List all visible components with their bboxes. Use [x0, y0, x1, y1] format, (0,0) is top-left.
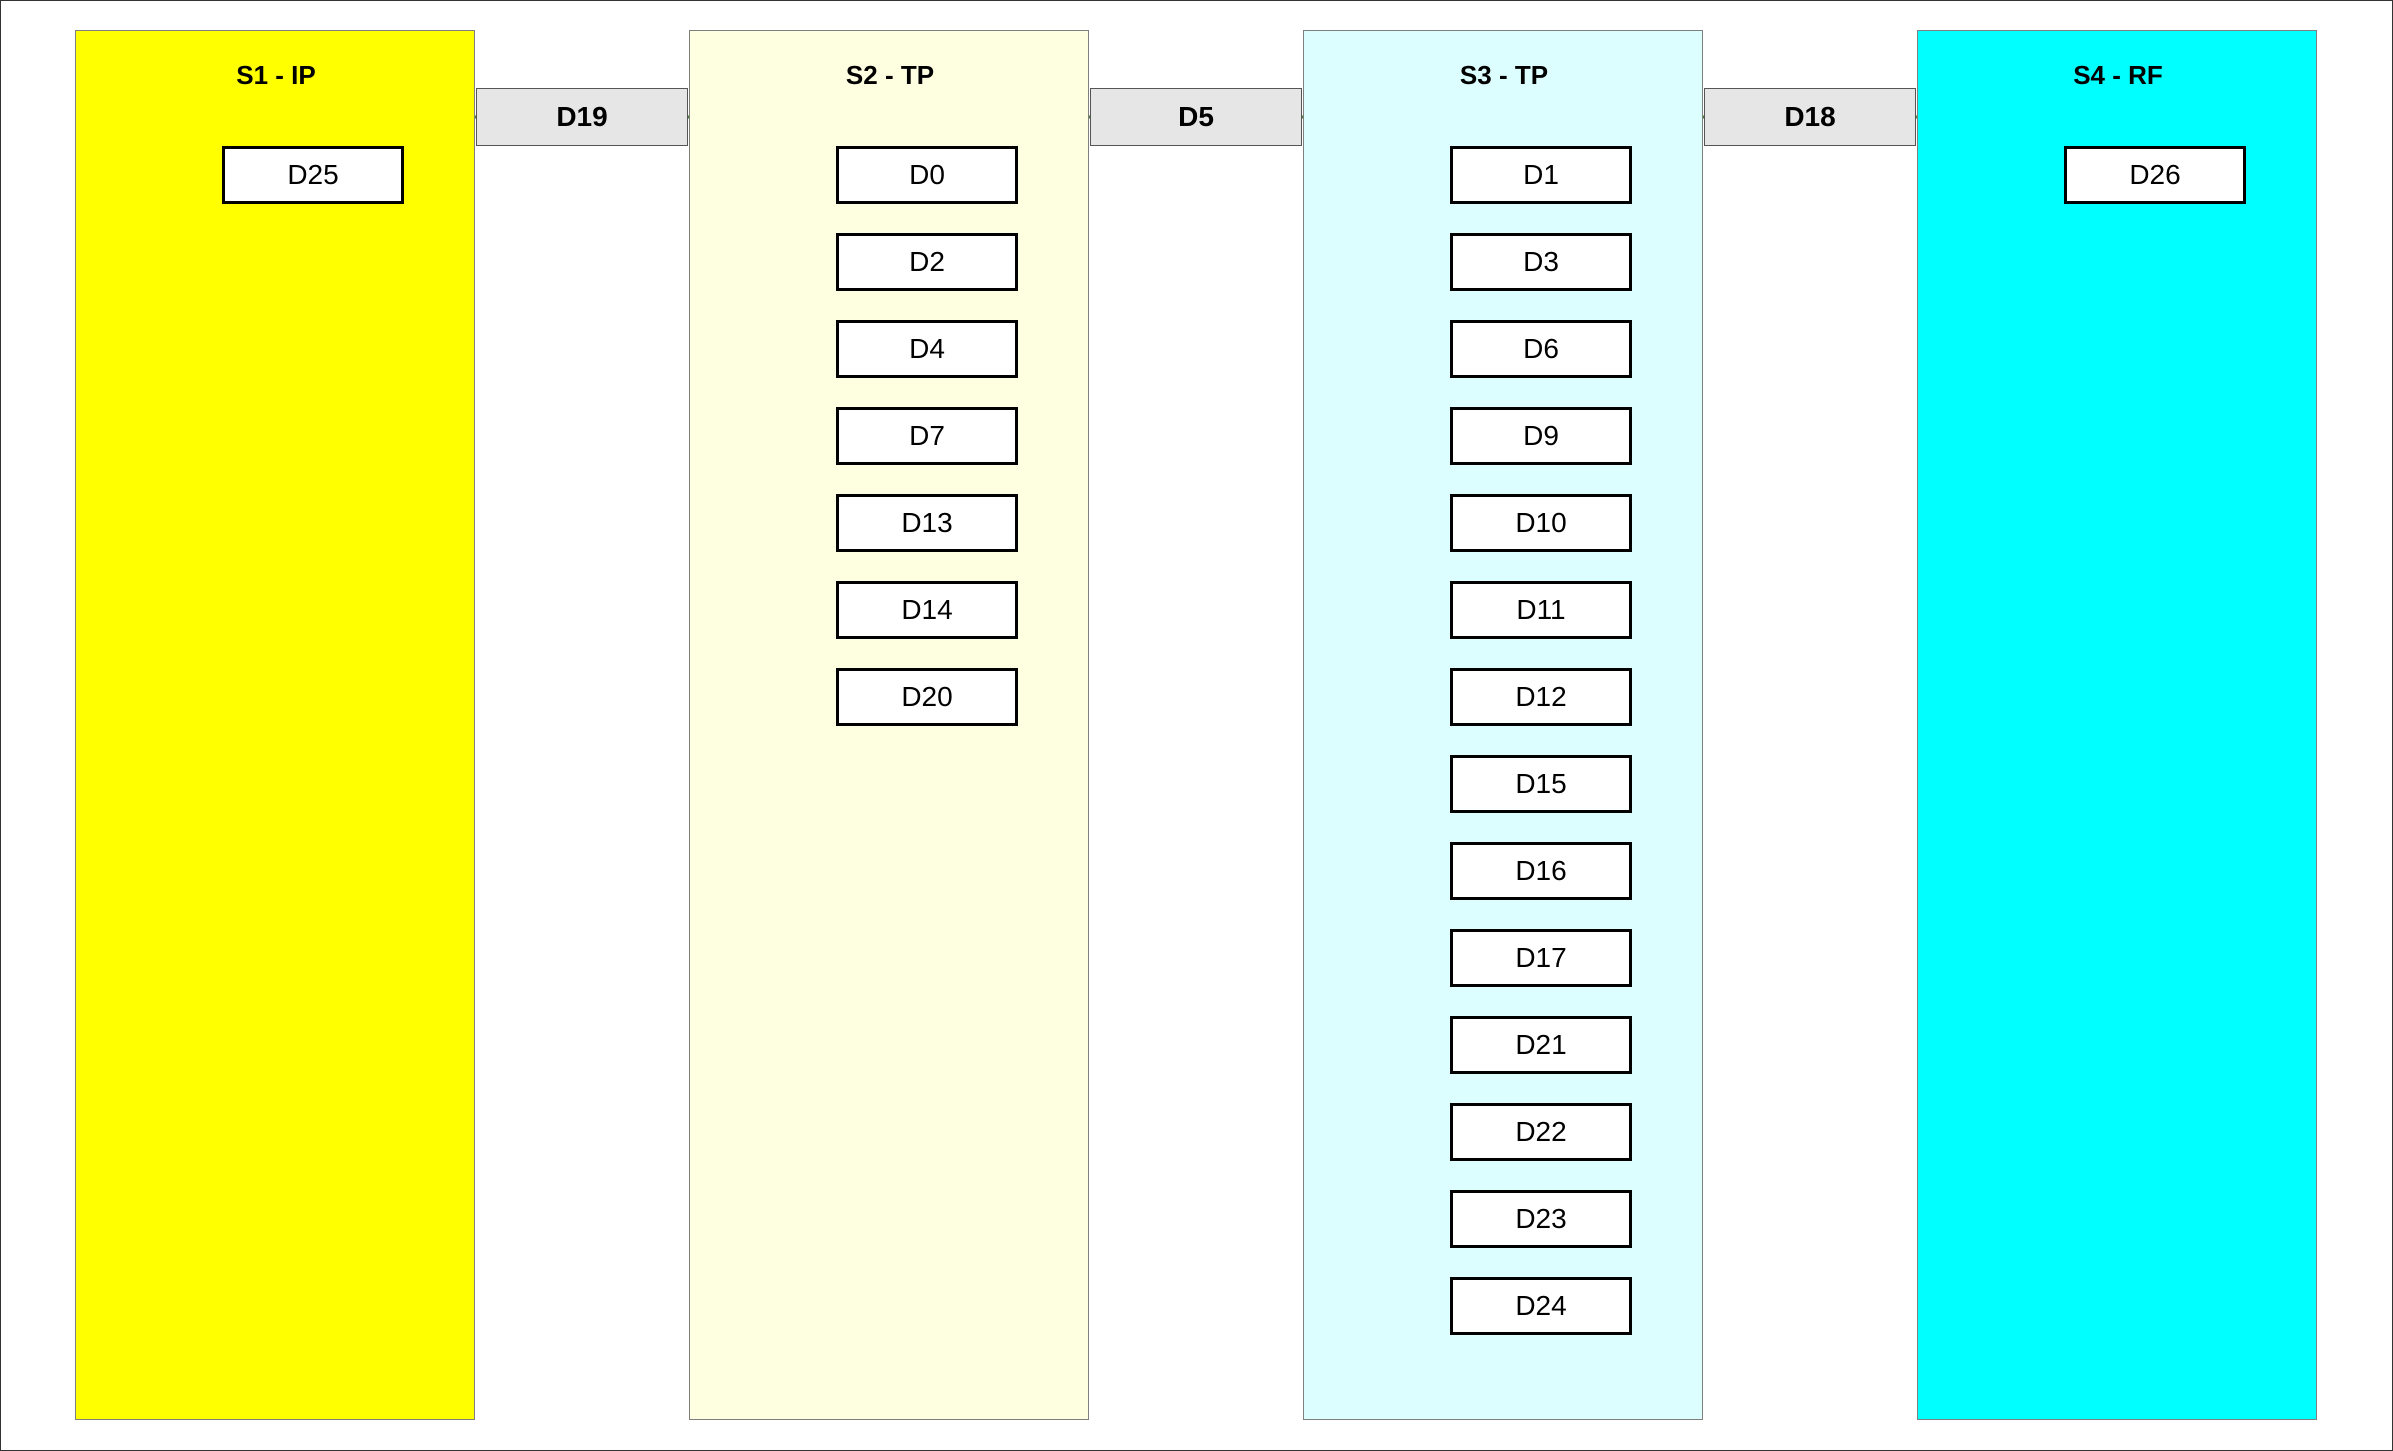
swimlane-s4: S4 - RF [1917, 30, 2317, 1420]
link-box[interactable]: D18 [1704, 88, 1916, 146]
node-d11[interactable]: D11 [1450, 581, 1632, 639]
node-d14[interactable]: D14 [836, 581, 1018, 639]
node-d26[interactable]: D26 [2064, 146, 2246, 204]
node-d25[interactable]: D25 [222, 146, 404, 204]
node-d0[interactable]: D0 [836, 146, 1018, 204]
node-d15[interactable]: D15 [1450, 755, 1632, 813]
node-d24[interactable]: D24 [1450, 1277, 1632, 1335]
node-d9[interactable]: D9 [1450, 407, 1632, 465]
node-d7[interactable]: D7 [836, 407, 1018, 465]
node-d20[interactable]: D20 [836, 668, 1018, 726]
node-d6[interactable]: D6 [1450, 320, 1632, 378]
node-d21[interactable]: D21 [1450, 1016, 1632, 1074]
swimlane-title: S2 - TP [845, 60, 935, 90]
node-d4[interactable]: D4 [836, 320, 1018, 378]
node-d12[interactable]: D12 [1450, 668, 1632, 726]
node-d22[interactable]: D22 [1450, 1103, 1632, 1161]
node-d3[interactable]: D3 [1450, 233, 1632, 291]
node-d1[interactable]: D1 [1450, 146, 1632, 204]
node-d17[interactable]: D17 [1450, 929, 1632, 987]
link-box[interactable]: D19 [476, 88, 688, 146]
node-d10[interactable]: D10 [1450, 494, 1632, 552]
swimlane-s1: S1 - IP [75, 30, 475, 1420]
link-box[interactable]: D5 [1090, 88, 1302, 146]
node-d2[interactable]: D2 [836, 233, 1018, 291]
swimlane-title: S1 - IP [236, 60, 316, 90]
node-d13[interactable]: D13 [836, 494, 1018, 552]
node-d16[interactable]: D16 [1450, 842, 1632, 900]
node-d23[interactable]: D23 [1450, 1190, 1632, 1248]
swimlane-title: S4 - RF [2073, 60, 2163, 90]
swimlane-title: S3 - TP [1459, 60, 1549, 90]
